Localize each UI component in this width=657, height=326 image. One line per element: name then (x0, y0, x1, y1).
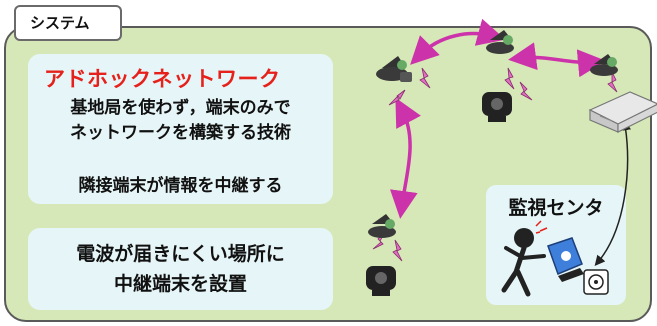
link-node-a-to-b (410, 18, 506, 65)
adhoc-network-box: アドホックネットワーク 基地局を使わず，端末のみで ネットワークを構築する技術 … (28, 54, 333, 204)
antenna-terminal-icon (366, 214, 396, 296)
hard-disk-icon (583, 269, 609, 295)
relay-terminal-box: 電波が届きにくい場所に 中継端末を設置 (28, 228, 333, 310)
relay-box-line-1: 電波が届きにくい場所に (76, 243, 285, 265)
computer-monitor-icon (547, 237, 584, 282)
antenna-terminal-icon (590, 54, 618, 76)
adhoc-description-line-1: 基地局を使わず，端末のみで (70, 98, 291, 118)
monitoring-center-label: 監視センタ (508, 197, 604, 219)
system-tab-label: システム (14, 5, 122, 41)
link-node-d-to-e (389, 97, 421, 219)
adhoc-description-line-2: ネットワークを構築する技術 (70, 123, 291, 143)
operator-person-icon (501, 220, 548, 297)
antenna-terminal-icon (482, 30, 514, 122)
antenna-terminal-icon (376, 56, 412, 82)
adhoc-network-description: 基地局を使わず，端末のみで ネットワークを構築する技術 (28, 96, 333, 146)
adhoc-relay-note: 隣接端末が情報を中継する (78, 176, 283, 196)
link-node-b-to-c (508, 42, 606, 78)
link-node-to-center (594, 119, 631, 267)
relay-box-line-2: 中継端末を設置 (113, 273, 247, 295)
router-device-icon (588, 91, 657, 133)
adhoc-network-title: アドホックネットワーク (44, 67, 281, 91)
